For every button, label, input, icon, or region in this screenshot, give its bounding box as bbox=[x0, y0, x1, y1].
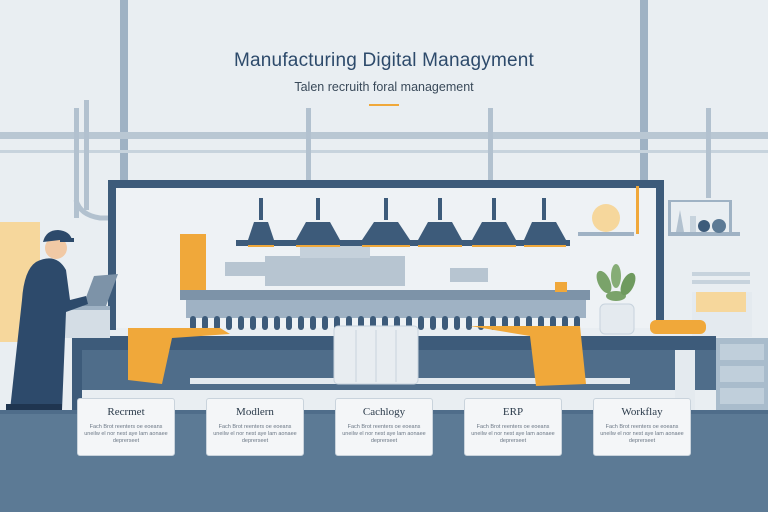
feature-card-modern[interactable]: Modlern Fach Brot reenters oe eoeans une… bbox=[206, 398, 304, 456]
title-accent-line bbox=[369, 104, 399, 106]
feature-card-recruitment[interactable]: Recrmet Fach Brot reenters oe eoeans une… bbox=[77, 398, 175, 456]
pipe-horizontal-thin bbox=[0, 150, 768, 153]
pillar-left bbox=[120, 0, 128, 180]
card-text: Fach Brot reenters oe eoeans uneilw el n… bbox=[84, 424, 168, 444]
card-text: Fach Brot reenters oe eoeans uneilw el n… bbox=[213, 424, 297, 444]
card-title: ERP bbox=[502, 406, 524, 418]
feature-cards: Recrmet Fach Brot reenters oe eoeans une… bbox=[0, 398, 768, 458]
card-title: Modlern bbox=[236, 406, 274, 418]
card-title: Recrmet bbox=[107, 406, 145, 418]
feature-card-technology[interactable]: Cachlogy Fach Brot reenters oe eoeans un… bbox=[335, 398, 433, 456]
card-text: Fach Brot reenters oe eoeans uneilw el n… bbox=[600, 424, 684, 444]
hanging-lamps bbox=[236, 198, 570, 246]
page-subtitle: Talen recruith foral management bbox=[294, 80, 474, 94]
pipe-horizontal-top bbox=[0, 132, 768, 139]
worker bbox=[6, 230, 88, 410]
card-text: Fach Brot reenters oe eoeans uneilw el n… bbox=[342, 424, 426, 444]
machine-frame-top bbox=[108, 180, 664, 188]
feature-card-erp[interactable]: ERP Fach Brot reenters oe eoeans uneilw … bbox=[464, 398, 562, 456]
card-title: Workflay bbox=[621, 406, 663, 418]
card-text: Fach Brot reenters oe eoeans uneilw el n… bbox=[471, 424, 555, 444]
laptop bbox=[82, 274, 118, 308]
pillar-right bbox=[640, 0, 648, 180]
card-title: Cachlogy bbox=[362, 406, 406, 418]
feature-card-workflow[interactable]: Workflay Fach Brot reenters oe eoeans un… bbox=[593, 398, 691, 456]
fabric-left bbox=[128, 328, 230, 384]
fabric-right bbox=[470, 326, 586, 386]
yellow-panel bbox=[180, 234, 206, 294]
page-title: Manufacturing Digital Managyment bbox=[234, 50, 534, 71]
